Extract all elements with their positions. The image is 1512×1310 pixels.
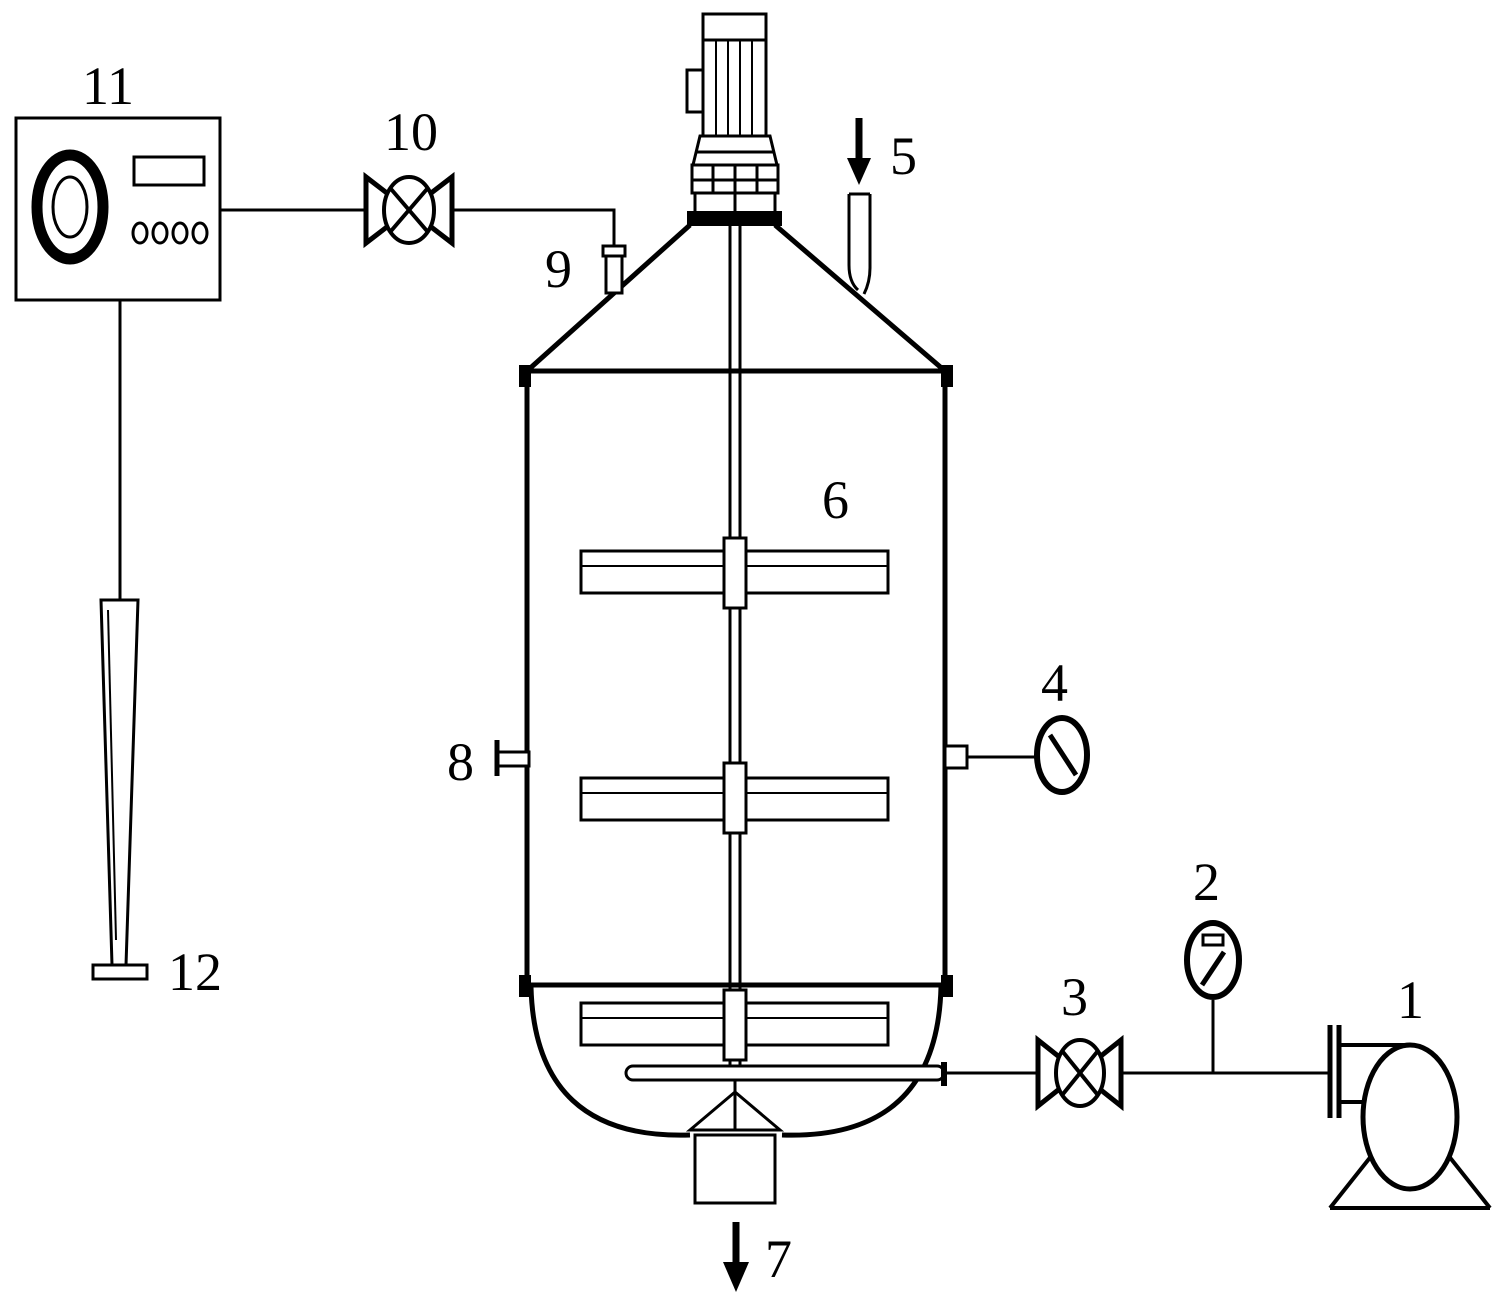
label-1: 1 xyxy=(1397,970,1424,1030)
inlet-distributor-pipe xyxy=(624,1062,947,1086)
agitator-shaft xyxy=(728,226,742,1075)
vent-valve xyxy=(363,171,455,249)
agitator-blade-middle xyxy=(579,761,890,835)
vent-line xyxy=(220,208,616,246)
probe xyxy=(91,300,149,981)
pump xyxy=(1327,1025,1492,1210)
feed-inlet-pipe xyxy=(847,192,872,295)
agitator-blade-upper xyxy=(579,536,890,610)
label-11: 11 xyxy=(82,56,134,116)
inlet-line xyxy=(947,1000,1330,1075)
discharge-arrow xyxy=(723,1222,749,1292)
label-9: 9 xyxy=(545,239,572,299)
motor xyxy=(685,12,782,226)
pressure-gauge-inlet xyxy=(1184,920,1242,1000)
vent-nozzle xyxy=(601,244,627,295)
agitator-blade-lower xyxy=(579,988,890,1062)
label-12: 12 xyxy=(168,942,222,1002)
label-6: 6 xyxy=(822,470,849,530)
label-2: 2 xyxy=(1193,852,1220,912)
control-unit xyxy=(14,116,222,302)
feed-arrow xyxy=(847,118,871,185)
label-5: 5 xyxy=(890,126,917,186)
label-10: 10 xyxy=(384,102,438,162)
label-4: 4 xyxy=(1041,653,1068,713)
inlet-valve xyxy=(1035,1034,1124,1112)
side-nozzle xyxy=(494,740,531,776)
label-7: 7 xyxy=(765,1229,792,1289)
reactor-vessel xyxy=(519,223,953,1138)
pressure-gauge-vessel xyxy=(943,715,1090,795)
label-3: 3 xyxy=(1061,967,1088,1027)
bottom-outlet xyxy=(685,1075,785,1205)
label-8: 8 xyxy=(447,732,474,792)
